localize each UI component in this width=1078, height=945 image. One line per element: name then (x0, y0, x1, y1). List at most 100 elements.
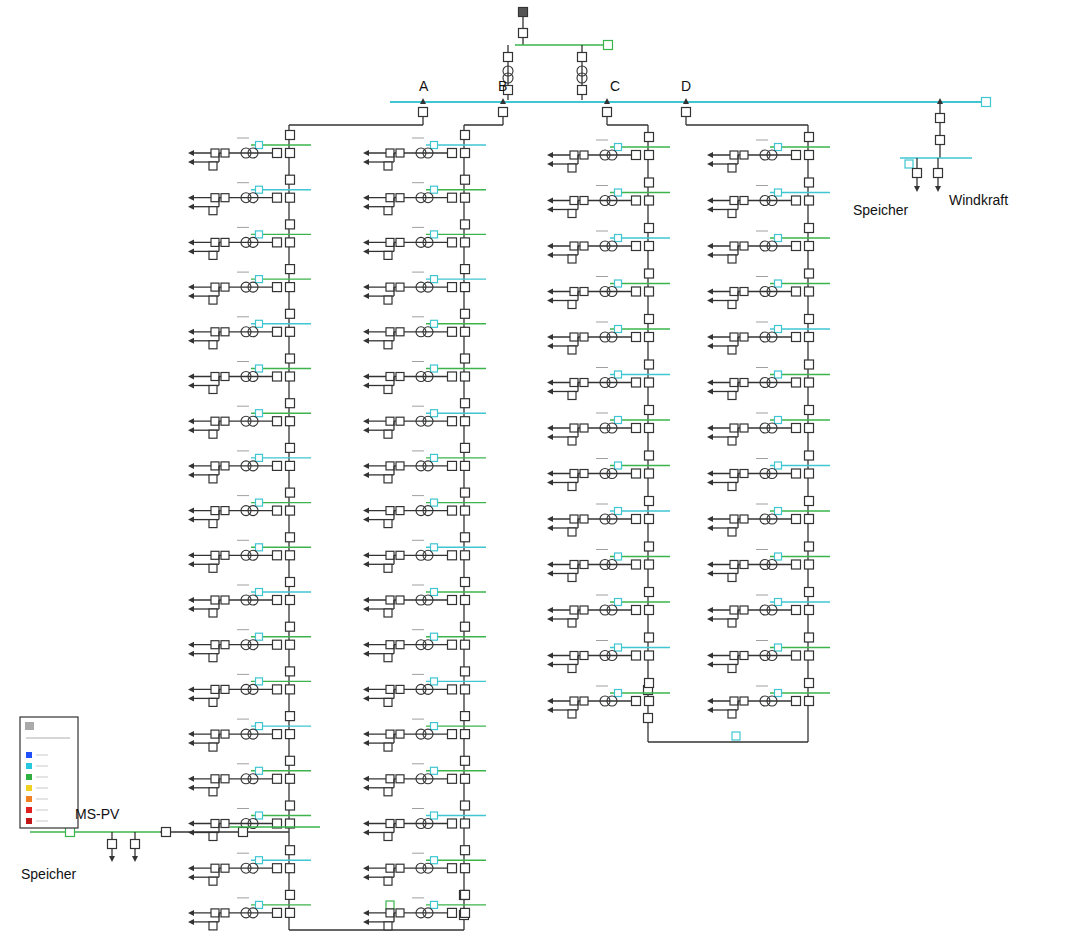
wire (194, 465, 281, 466)
wire (553, 245, 640, 246)
switch-box (645, 542, 654, 551)
load-arrow (109, 856, 115, 862)
switch-box (209, 251, 217, 259)
load-arrow (363, 239, 369, 245)
switch-box (221, 864, 229, 872)
switch-box (396, 417, 404, 425)
wire (412, 674, 424, 675)
switch-box (615, 371, 622, 378)
transformer-winding (607, 605, 617, 615)
switch-box (384, 251, 392, 259)
switch-box (396, 909, 404, 917)
switch-box (645, 697, 654, 706)
load-arrow (707, 434, 713, 440)
load-arrow (707, 698, 713, 704)
switch-box (211, 775, 219, 783)
transformer-winding (423, 640, 433, 650)
wire (369, 912, 456, 913)
switch-box (211, 462, 219, 470)
switch-box (448, 774, 457, 783)
switch-box (209, 162, 217, 170)
switch-box (645, 178, 654, 187)
load-arrow (547, 207, 553, 213)
wire (393, 645, 394, 654)
switch-box (645, 196, 654, 205)
wire (237, 585, 249, 586)
switch-box (386, 864, 394, 872)
switch-box (431, 678, 438, 685)
load-arrow (547, 480, 553, 486)
switch-box (448, 461, 457, 470)
annotation-label: Speicher (20, 866, 77, 882)
transformer-winding (248, 237, 258, 247)
switch-box (728, 528, 736, 536)
switch-box (286, 399, 295, 408)
transformer-winding (248, 684, 258, 694)
switch-box (775, 371, 782, 378)
load-arrow (188, 740, 194, 746)
switch-box (221, 685, 229, 693)
switch-box (221, 507, 229, 515)
switch-box (221, 149, 229, 157)
wire (237, 719, 249, 720)
wire (553, 200, 640, 201)
switch-box (256, 723, 263, 730)
load-arrow (188, 195, 194, 201)
wire (237, 808, 249, 809)
switch-box (792, 651, 801, 660)
wire (393, 332, 394, 341)
switch-box (645, 588, 654, 597)
switch-box (461, 372, 470, 381)
load-arrow (707, 616, 713, 622)
switch-box (645, 497, 654, 506)
switch-box (775, 417, 782, 424)
load-arrow (547, 343, 553, 349)
switch-box (792, 606, 801, 615)
wire (606, 117, 607, 125)
wire (369, 286, 456, 287)
switch-box (461, 578, 470, 587)
wire (807, 125, 808, 742)
wire (577, 155, 578, 164)
switch-box (632, 196, 641, 205)
load-arrow (707, 161, 713, 167)
switch-box (568, 164, 576, 172)
wire (553, 700, 640, 701)
switch-box (499, 108, 508, 117)
wire (596, 504, 608, 505)
switch-box (792, 469, 801, 478)
switch-box (645, 315, 654, 324)
load-arrow (707, 607, 713, 613)
wire (218, 645, 219, 654)
wire (596, 686, 608, 687)
wire (515, 44, 603, 46)
wire (369, 644, 456, 645)
switch-box (211, 685, 219, 693)
annotation-label: B (497, 78, 508, 94)
switch-box (645, 224, 654, 233)
switch-box (461, 506, 470, 515)
wire (577, 246, 578, 255)
switch-box (286, 685, 295, 694)
switch-box (209, 654, 217, 662)
switch-box (384, 788, 392, 796)
load-arrow (707, 289, 713, 295)
switch-box (286, 801, 295, 810)
switch-box (209, 296, 217, 304)
switch-box (386, 820, 394, 828)
switch-box (645, 378, 654, 387)
switch-box (461, 283, 470, 292)
load-arrow (188, 418, 194, 424)
wire (218, 242, 219, 251)
wire (237, 495, 249, 496)
transformer-winding (248, 774, 258, 784)
wire (237, 853, 249, 854)
transformer-winding (423, 595, 433, 605)
load-arrow (363, 195, 369, 201)
switch-box (448, 283, 457, 292)
switch-box (273, 685, 282, 694)
wire (596, 640, 608, 641)
switch-box (461, 265, 470, 274)
switch-box (431, 767, 438, 774)
switch-box (461, 774, 470, 783)
